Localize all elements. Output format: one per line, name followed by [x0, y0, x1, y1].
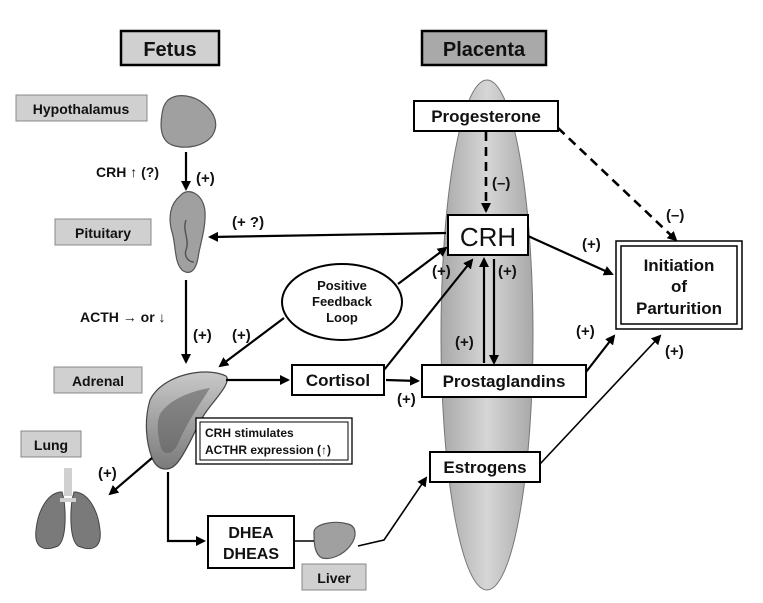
sign-hypo-pit: (+)	[196, 170, 215, 187]
svg-text:of: of	[671, 277, 687, 296]
arrow-cortisol-prostaglandins	[385, 375, 420, 386]
svg-text:Initiation: Initiation	[644, 256, 715, 275]
svg-text:CRH stimulates: CRH stimulates	[205, 426, 294, 440]
pituitary-inner-icon	[184, 219, 195, 263]
svg-text:Progesterone: Progesterone	[431, 107, 541, 126]
arrow-crh-pituitary	[208, 231, 447, 242]
adrenal-medulla-icon	[157, 388, 210, 453]
initiation-node: Initiation of Parturition	[615, 240, 743, 330]
sign-crh-init: (+)	[582, 236, 601, 253]
arrow-liver-estrogens	[357, 476, 428, 547]
svg-text:Feedback: Feedback	[312, 294, 373, 309]
crh-node: CRH	[447, 214, 529, 256]
sign-cort-pg: (+)	[397, 391, 416, 408]
svg-text:Adrenal: Adrenal	[72, 373, 124, 389]
arrow-cortisol-crh	[383, 258, 474, 371]
sign-pit-adr: (+)	[193, 327, 212, 344]
sign-est-init: (+)	[665, 343, 684, 360]
sign-crh-pg: (+)	[455, 334, 474, 351]
fetus-header: Fetus	[119, 29, 221, 67]
pituitary-label: Pituitary	[54, 218, 152, 246]
sign-crh-pit: (+ ?)	[232, 214, 264, 231]
arrows	[108, 127, 678, 547]
liver-icon	[313, 521, 356, 560]
svg-text:Placenta: Placenta	[443, 39, 526, 61]
hypothalamus-label: Hypothalamus	[15, 94, 148, 122]
sign-adr-lung: (+)	[98, 465, 117, 482]
estrogens-node: Estrogens	[429, 451, 541, 483]
arrow-estrogens-initiation	[539, 334, 662, 465]
sign-loop-adr: (+)	[232, 327, 251, 344]
lung-label: Lung	[20, 430, 82, 458]
arrow-adrenal-lung	[108, 457, 153, 496]
svg-text:Cortisol: Cortisol	[306, 371, 370, 390]
progesterone-node: Progesterone	[413, 100, 559, 132]
arrow-loop-adrenal	[218, 317, 285, 368]
sign-prog-init: (–)	[666, 207, 684, 224]
sign-pg-crh: (+)	[498, 263, 517, 280]
svg-text:Lung: Lung	[34, 437, 68, 453]
sign-prog-crh: (–)	[492, 175, 510, 192]
arrow-loop-crh	[397, 246, 448, 285]
svg-text:Liver: Liver	[317, 570, 351, 586]
placenta-header: Placenta	[420, 29, 548, 67]
svg-text:Positive: Positive	[317, 278, 367, 293]
sign-pg-init: (+)	[576, 323, 595, 340]
svg-text:Loop: Loop	[326, 310, 358, 325]
adrenal-label: Adrenal	[53, 366, 143, 394]
arrow-adrenal-dhea	[166, 472, 206, 546]
dhea-node: DHEA DHEAS	[207, 515, 295, 569]
svg-text:Estrogens: Estrogens	[443, 458, 526, 477]
acth-arrow-label: ACTH → or ↓	[80, 309, 166, 325]
svg-text:DHEA: DHEA	[228, 525, 274, 542]
svg-text:Prostaglandins: Prostaglandins	[443, 372, 566, 391]
liver-label: Liver	[301, 563, 367, 591]
svg-text:Fetus: Fetus	[143, 39, 196, 61]
svg-text:CRH: CRH	[460, 222, 516, 252]
svg-text:Parturition: Parturition	[636, 299, 722, 318]
arrow-prostaglandins-initiation	[585, 334, 616, 373]
arrow-crh-initiation	[527, 234, 614, 276]
feedback-loop-node: Positive Feedback Loop	[281, 263, 403, 341]
hypothalamus-icon	[160, 95, 217, 148]
svg-text:DHEAS: DHEAS	[223, 546, 279, 563]
crh-stimulates-note: CRH stimulates ACTHR expression (↑)	[195, 417, 353, 465]
sign-cort-crh: (+)	[432, 263, 451, 280]
svg-text:Pituitary: Pituitary	[75, 225, 131, 241]
pituitary-icon	[169, 191, 206, 273]
prostaglandins-node: Prostaglandins	[421, 364, 587, 398]
cortisol-node: Cortisol	[291, 364, 385, 396]
svg-text:Hypothalamus: Hypothalamus	[33, 101, 130, 117]
svg-text:ACTHR expression (↑): ACTHR expression (↑)	[205, 443, 331, 457]
lung-icon	[35, 468, 101, 550]
crh-arrow-label: CRH ↑ (?)	[96, 164, 159, 180]
arrow-progesterone-initiation	[557, 127, 678, 242]
